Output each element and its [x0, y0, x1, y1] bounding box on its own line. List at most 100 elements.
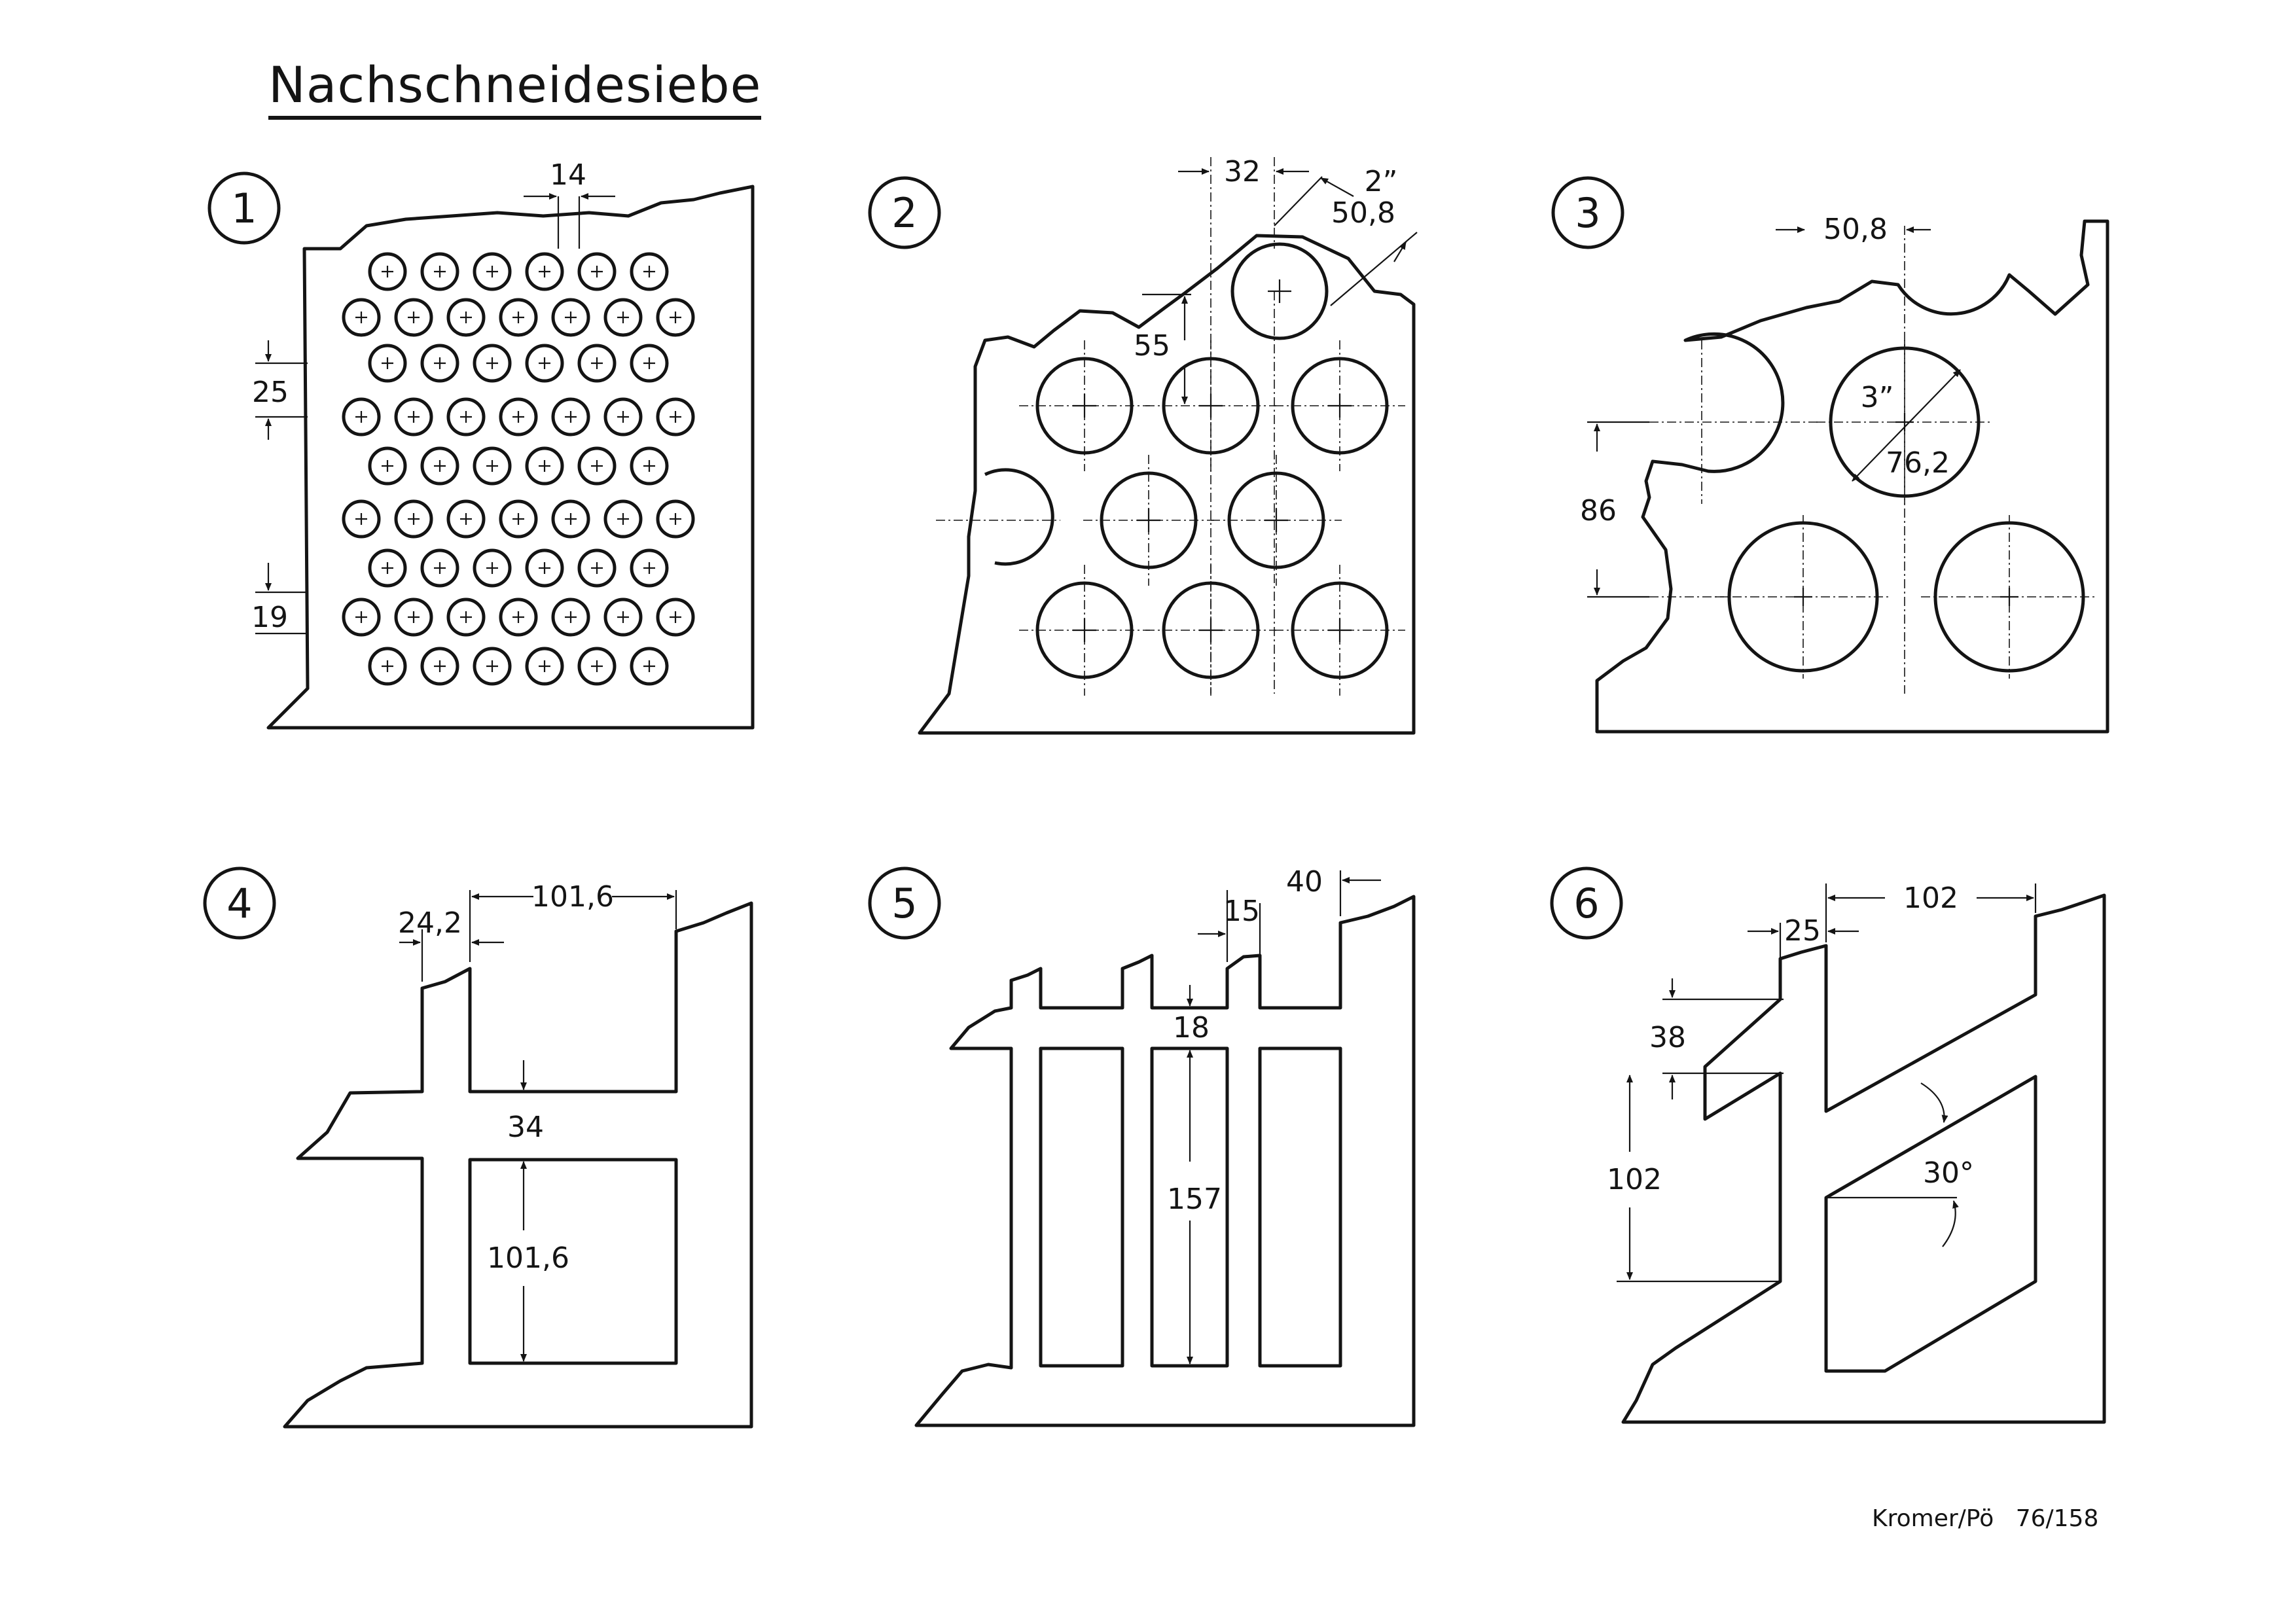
- panel-1-plate-outline: [266, 185, 755, 730]
- panel-1-hole: [446, 397, 486, 437]
- panel-6-dim-102-top: 102: [1903, 882, 1958, 915]
- panel-1-hole: [394, 499, 433, 539]
- drawing-reference: Kromer/Pö 76/158: [1872, 1505, 2098, 1532]
- panel-1-dimensions: 14 25 19: [251, 158, 615, 635]
- panel-1-hole: [630, 446, 669, 486]
- author-initials: Kromer/Pö: [1872, 1505, 1994, 1532]
- panel-1-hole: [342, 597, 381, 637]
- panel-2-hole-top: [1230, 242, 1329, 340]
- page-title: Nachschneidesiebe: [268, 56, 762, 120]
- panel-4-dim-24-2: 24,2: [398, 906, 462, 940]
- panel-1-dim-19: 19: [251, 601, 288, 634]
- panel-5-dim-15: 15: [1223, 895, 1260, 928]
- panel-1-hole: [368, 446, 407, 486]
- panel-1-number: 1: [231, 185, 257, 232]
- panel-2-hole: [1291, 357, 1389, 455]
- panel-2-dimensions: 32 2” 50,8 55: [1134, 155, 1418, 694]
- panel-5-dim-157: 157: [1167, 1183, 1222, 1216]
- panel-4-plate-outline: [283, 901, 753, 1429]
- panel-1-hole: [656, 397, 695, 437]
- panel-1-hole: [499, 298, 538, 337]
- panel-3-dim-50-8: 50,8: [1823, 213, 1888, 246]
- panel-1-hole: [342, 397, 381, 437]
- panel-1-hole: [577, 647, 617, 686]
- panel-2-dim-55: 55: [1134, 329, 1170, 363]
- panel-2-dim-32: 32: [1224, 155, 1261, 188]
- panel-3-dim-76-2: 76,2: [1886, 446, 1950, 480]
- drawing-number: 76/158: [2015, 1505, 2099, 1532]
- panel-4: 4 101,6 24,2 34 101,6: [203, 866, 753, 1429]
- panel-6-rhomboid-window: [1824, 1075, 2037, 1373]
- panel-6-dim-38: 38: [1649, 1021, 1686, 1054]
- panel-4-dimensions: 101,6 24,2 34 101,6: [398, 880, 677, 1362]
- panel-2-hole: [1035, 581, 1134, 679]
- panel-1-hole: [656, 597, 695, 637]
- panel-1-hole: [368, 344, 407, 383]
- panel-1-hole: [473, 252, 512, 291]
- panel-2: 2 32 2” 50,8 55: [868, 155, 1418, 735]
- panel-1-hole: [630, 548, 669, 588]
- panel-3-plate-outline: [1595, 219, 2109, 734]
- panel-3-dim-86: 86: [1580, 494, 1617, 527]
- panel-6-dim-102-left: 102: [1607, 1163, 1662, 1196]
- panel-1-hole: [342, 298, 381, 337]
- panel-2-hole: [1227, 471, 1325, 569]
- panel-1-hole: [551, 397, 590, 437]
- panel-1-hole: [420, 446, 459, 486]
- panel-4-dim-101-6-top: 101,6: [531, 880, 614, 914]
- panel-1-hole: [603, 499, 643, 539]
- panel-1-hole: [525, 548, 564, 588]
- panel-1-hole: [394, 298, 433, 337]
- panel-1: 1 14 25 19: [207, 158, 755, 730]
- panel-5-dimensions: 15 40 18 157: [1167, 865, 1381, 1364]
- panel-1-hole: [420, 252, 459, 291]
- panel-5-slot-2: [1150, 1046, 1229, 1368]
- panel-5-slot-3: [1258, 1046, 1342, 1368]
- panel-6-dimensions: 25 102 38 102 30°: [1607, 882, 2037, 1283]
- panel-1-hole: [551, 298, 590, 337]
- panel-3-hole: [1933, 521, 2085, 673]
- panel-1-hole: [525, 647, 564, 686]
- panel-6-dim-30-degree: 30°: [1923, 1156, 1974, 1190]
- panel-1-hole: [630, 647, 669, 686]
- panel-5-dim-40: 40: [1286, 865, 1323, 899]
- panel-5-number: 5: [891, 880, 917, 927]
- panel-1-hole: [368, 548, 407, 588]
- panel-1-hole: [342, 499, 381, 539]
- panel-1-hole: [420, 344, 459, 383]
- panel-6-dim-25: 25: [1784, 914, 1821, 948]
- panel-1-hole: [630, 252, 669, 291]
- panel-2-hole: [1291, 581, 1389, 679]
- panel-1-hole: [394, 397, 433, 437]
- panel-1-hole: [499, 597, 538, 637]
- panel-4-badge: 4: [203, 866, 276, 940]
- panel-1-hole: [473, 344, 512, 383]
- panel-2-plate-outline: [918, 234, 1416, 735]
- panel-3-badge: 3: [1551, 176, 1624, 249]
- panel-1-hole: [420, 548, 459, 588]
- panel-1-hole: [473, 548, 512, 588]
- panel-3-hole: [1727, 521, 1879, 673]
- panel-6: 6 25 102 38 102 30°: [1550, 866, 2106, 1424]
- panel-4-window: [468, 1158, 678, 1365]
- panel-1-hole: [630, 344, 669, 383]
- panel-5-plate-outline: [914, 895, 1416, 1427]
- panel-2-hole: [1100, 471, 1198, 569]
- panel-4-number: 4: [226, 880, 252, 927]
- panel-1-hole: [368, 647, 407, 686]
- panel-6-plate-outline: [1621, 893, 2106, 1424]
- panel-2-badge: 2: [868, 176, 941, 249]
- panel-1-hole: [473, 446, 512, 486]
- panel-1-hole: [368, 252, 407, 291]
- panel-3: 3 50,8 3” 76,2 86: [1551, 176, 2109, 734]
- panel-5-dim-18: 18: [1173, 1011, 1210, 1044]
- panel-4-dim-34: 34: [507, 1111, 544, 1144]
- panel-1-hole: [656, 298, 695, 337]
- panel-5: 5 15 40 18 157: [868, 865, 1416, 1427]
- panel-3-number: 3: [1575, 189, 1600, 237]
- panel-1-hole: [525, 252, 564, 291]
- panel-1-hole: [577, 344, 617, 383]
- panel-5-slots: [1039, 1046, 1342, 1368]
- panel-1-hole: [446, 298, 486, 337]
